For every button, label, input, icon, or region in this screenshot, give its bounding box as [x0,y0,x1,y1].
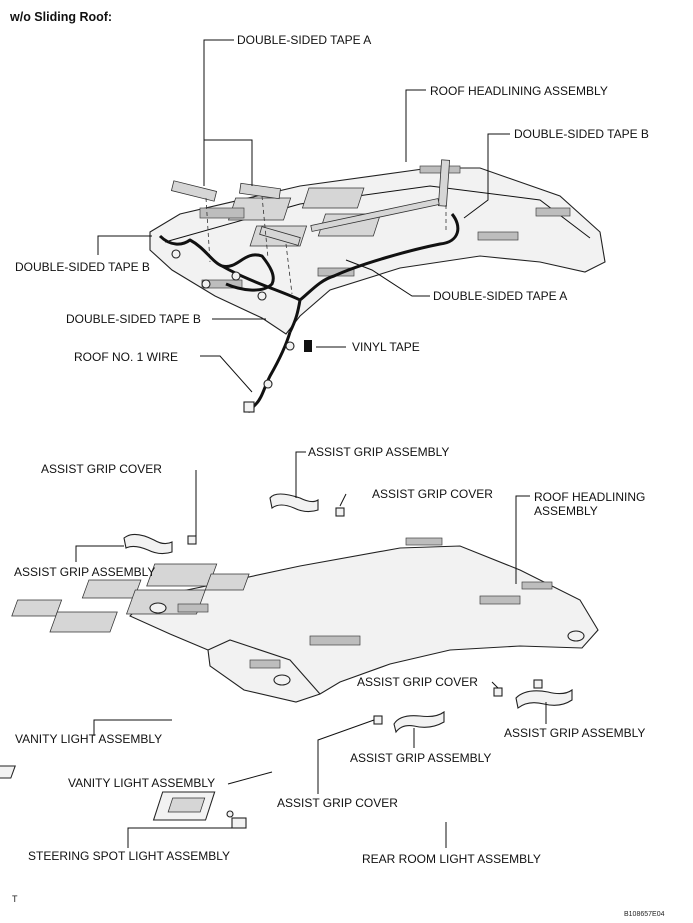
label-roof-headlining-assembly-top: ROOF HEADLINING ASSEMBLY [430,84,608,98]
figure-code: B108657E04 [624,911,665,918]
label-assist-grip-assembly-right: ASSIST GRIP ASSEMBLY [504,726,646,740]
label-assist-grip-assembly-left: ASSIST GRIP ASSEMBLY [14,565,156,579]
label-roof-headlining-assembly-bottom: ROOF HEADLINING ASSEMBLY [534,490,646,518]
label-roof-no1-wire: ROOF NO. 1 WIRE [74,350,179,364]
top-headlining-drawing [97,39,606,414]
label-assist-grip-assembly-center: ASSIST GRIP ASSEMBLY [350,751,492,765]
label-double-sided-tape-b-mid: DOUBLE-SIDED TAPE B [66,312,201,326]
label-assist-grip-cover-center: ASSIST GRIP COVER [277,796,398,810]
label-vanity-light-assembly-2: VANITY LIGHT ASSEMBLY [68,776,216,790]
label-assist-grip-cover-top-left: ASSIST GRIP COVER [41,462,162,476]
corner-mark: T [12,894,18,904]
label-double-sided-tape-a-top: DOUBLE-SIDED TAPE A [237,33,372,47]
label-double-sided-tape-a-lower: DOUBLE-SIDED TAPE A [433,289,568,303]
label-assist-grip-cover-right: ASSIST GRIP COVER [357,675,478,689]
label-vanity-light-assembly-1: VANITY LIGHT ASSEMBLY [15,732,163,746]
label-vinyl-tape: VINYL TAPE [352,340,420,354]
label-assist-grip-cover-top-mid: ASSIST GRIP COVER [372,487,493,501]
page-title: w/o Sliding Roof: [10,10,113,24]
bottom-headlining-drawing [0,451,599,848]
label-double-sided-tape-b-left: DOUBLE-SIDED TAPE B [15,260,150,274]
label-assist-grip-assembly-top: ASSIST GRIP ASSEMBLY [308,445,450,459]
label-steering-spot-light-assembly: STEERING SPOT LIGHT ASSEMBLY [28,849,231,863]
label-rear-room-light-assembly: REAR ROOM LIGHT ASSEMBLY [362,852,541,866]
label-double-sided-tape-b-right: DOUBLE-SIDED TAPE B [514,127,649,141]
